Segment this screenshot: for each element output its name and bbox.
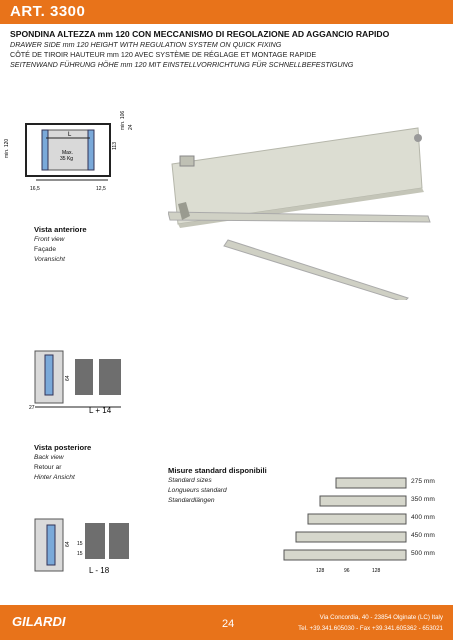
formula-back: L - 18 [89, 566, 110, 575]
dim-24: 24 [128, 124, 134, 130]
top-section-drawing: L Max. 35 Kg min. 120 113 min. 106 24 16… [4, 111, 134, 192]
dim-113: 113 [112, 142, 118, 150]
dim-64: 64 [65, 375, 71, 381]
front-view-de: Voransicht [34, 256, 65, 263]
footer-bar [0, 605, 453, 640]
footer-address: Via Concordia, 40 - 23854 Olginate (LC) … [319, 614, 443, 621]
sizes-it: Misure standard disponibili [168, 466, 267, 475]
bottom-dim-1: 128 [316, 568, 325, 574]
size-400: 400 mm [411, 514, 435, 521]
back-view-it: Vista posteriore [34, 443, 92, 452]
front-view-it: Vista anteriore [34, 225, 87, 234]
brand-logo: GILARDI [12, 614, 66, 629]
sizes-de: Standardlängen [168, 497, 215, 504]
sizes-fr: Longueurs standard [168, 487, 227, 494]
dim-min120: min. 120 [4, 139, 10, 158]
sizes-diagram: 128 96 128 [283, 477, 407, 574]
dim-L: L [68, 132, 72, 138]
front-view-drawing: 64 27 L + 14 [29, 350, 121, 415]
page-number: 24 [222, 618, 235, 630]
front-view-en: Front view [34, 236, 65, 243]
dim-back-64: 64 [65, 541, 71, 547]
dim-kg: 35 Kg [60, 156, 73, 162]
size-275: 275 mm [411, 478, 435, 485]
article-title: ART. 3300 [10, 3, 86, 20]
title-de: SEITENWAND FÜHRUNG HÖHE mm 120 MIT EINST… [10, 60, 354, 69]
formula-front: L + 14 [89, 406, 112, 415]
title-en: DRAWER SIDE mm 120 HEIGHT WITH REGULATIO… [10, 40, 282, 49]
dim-16-5: 16,5 [30, 186, 40, 192]
back-view-fr: Retour ar [34, 464, 62, 471]
back-view-en: Back view [34, 454, 64, 461]
size-500: 500 mm [411, 550, 435, 557]
dim-back-15b: 15 [77, 551, 83, 557]
dim-side: 27 [29, 405, 35, 411]
size-450: 450 mm [411, 532, 435, 539]
dim-min106: min. 106 [120, 111, 126, 130]
bottom-dim-3: 128 [372, 568, 381, 574]
title-fr: CÔTÉ DE TIROIR HAUTEUR mm 120 AVEC SYSTÈ… [10, 50, 317, 59]
size-350: 350 mm [411, 496, 435, 503]
bottom-dim-2: 96 [344, 568, 350, 574]
title-it: SPONDINA ALTEZZA mm 120 CON MECCANISMO D… [10, 29, 390, 39]
footer-contacts: Tel. +39.341.605030 - Fax +39.341.605362… [298, 625, 443, 632]
header-bar [0, 0, 453, 24]
back-view-drawing: 64 15 15 L - 18 [34, 518, 129, 575]
dim-12-5: 12,5 [96, 186, 106, 192]
back-view-de: Hinter Ansicht [34, 474, 75, 481]
sizes-en: Standard sizes [168, 477, 212, 484]
front-view-fr: Façade [34, 246, 56, 253]
dim-back-15a: 15 [77, 541, 83, 547]
product-photo [168, 127, 431, 300]
dim-max: Max. [62, 150, 73, 156]
